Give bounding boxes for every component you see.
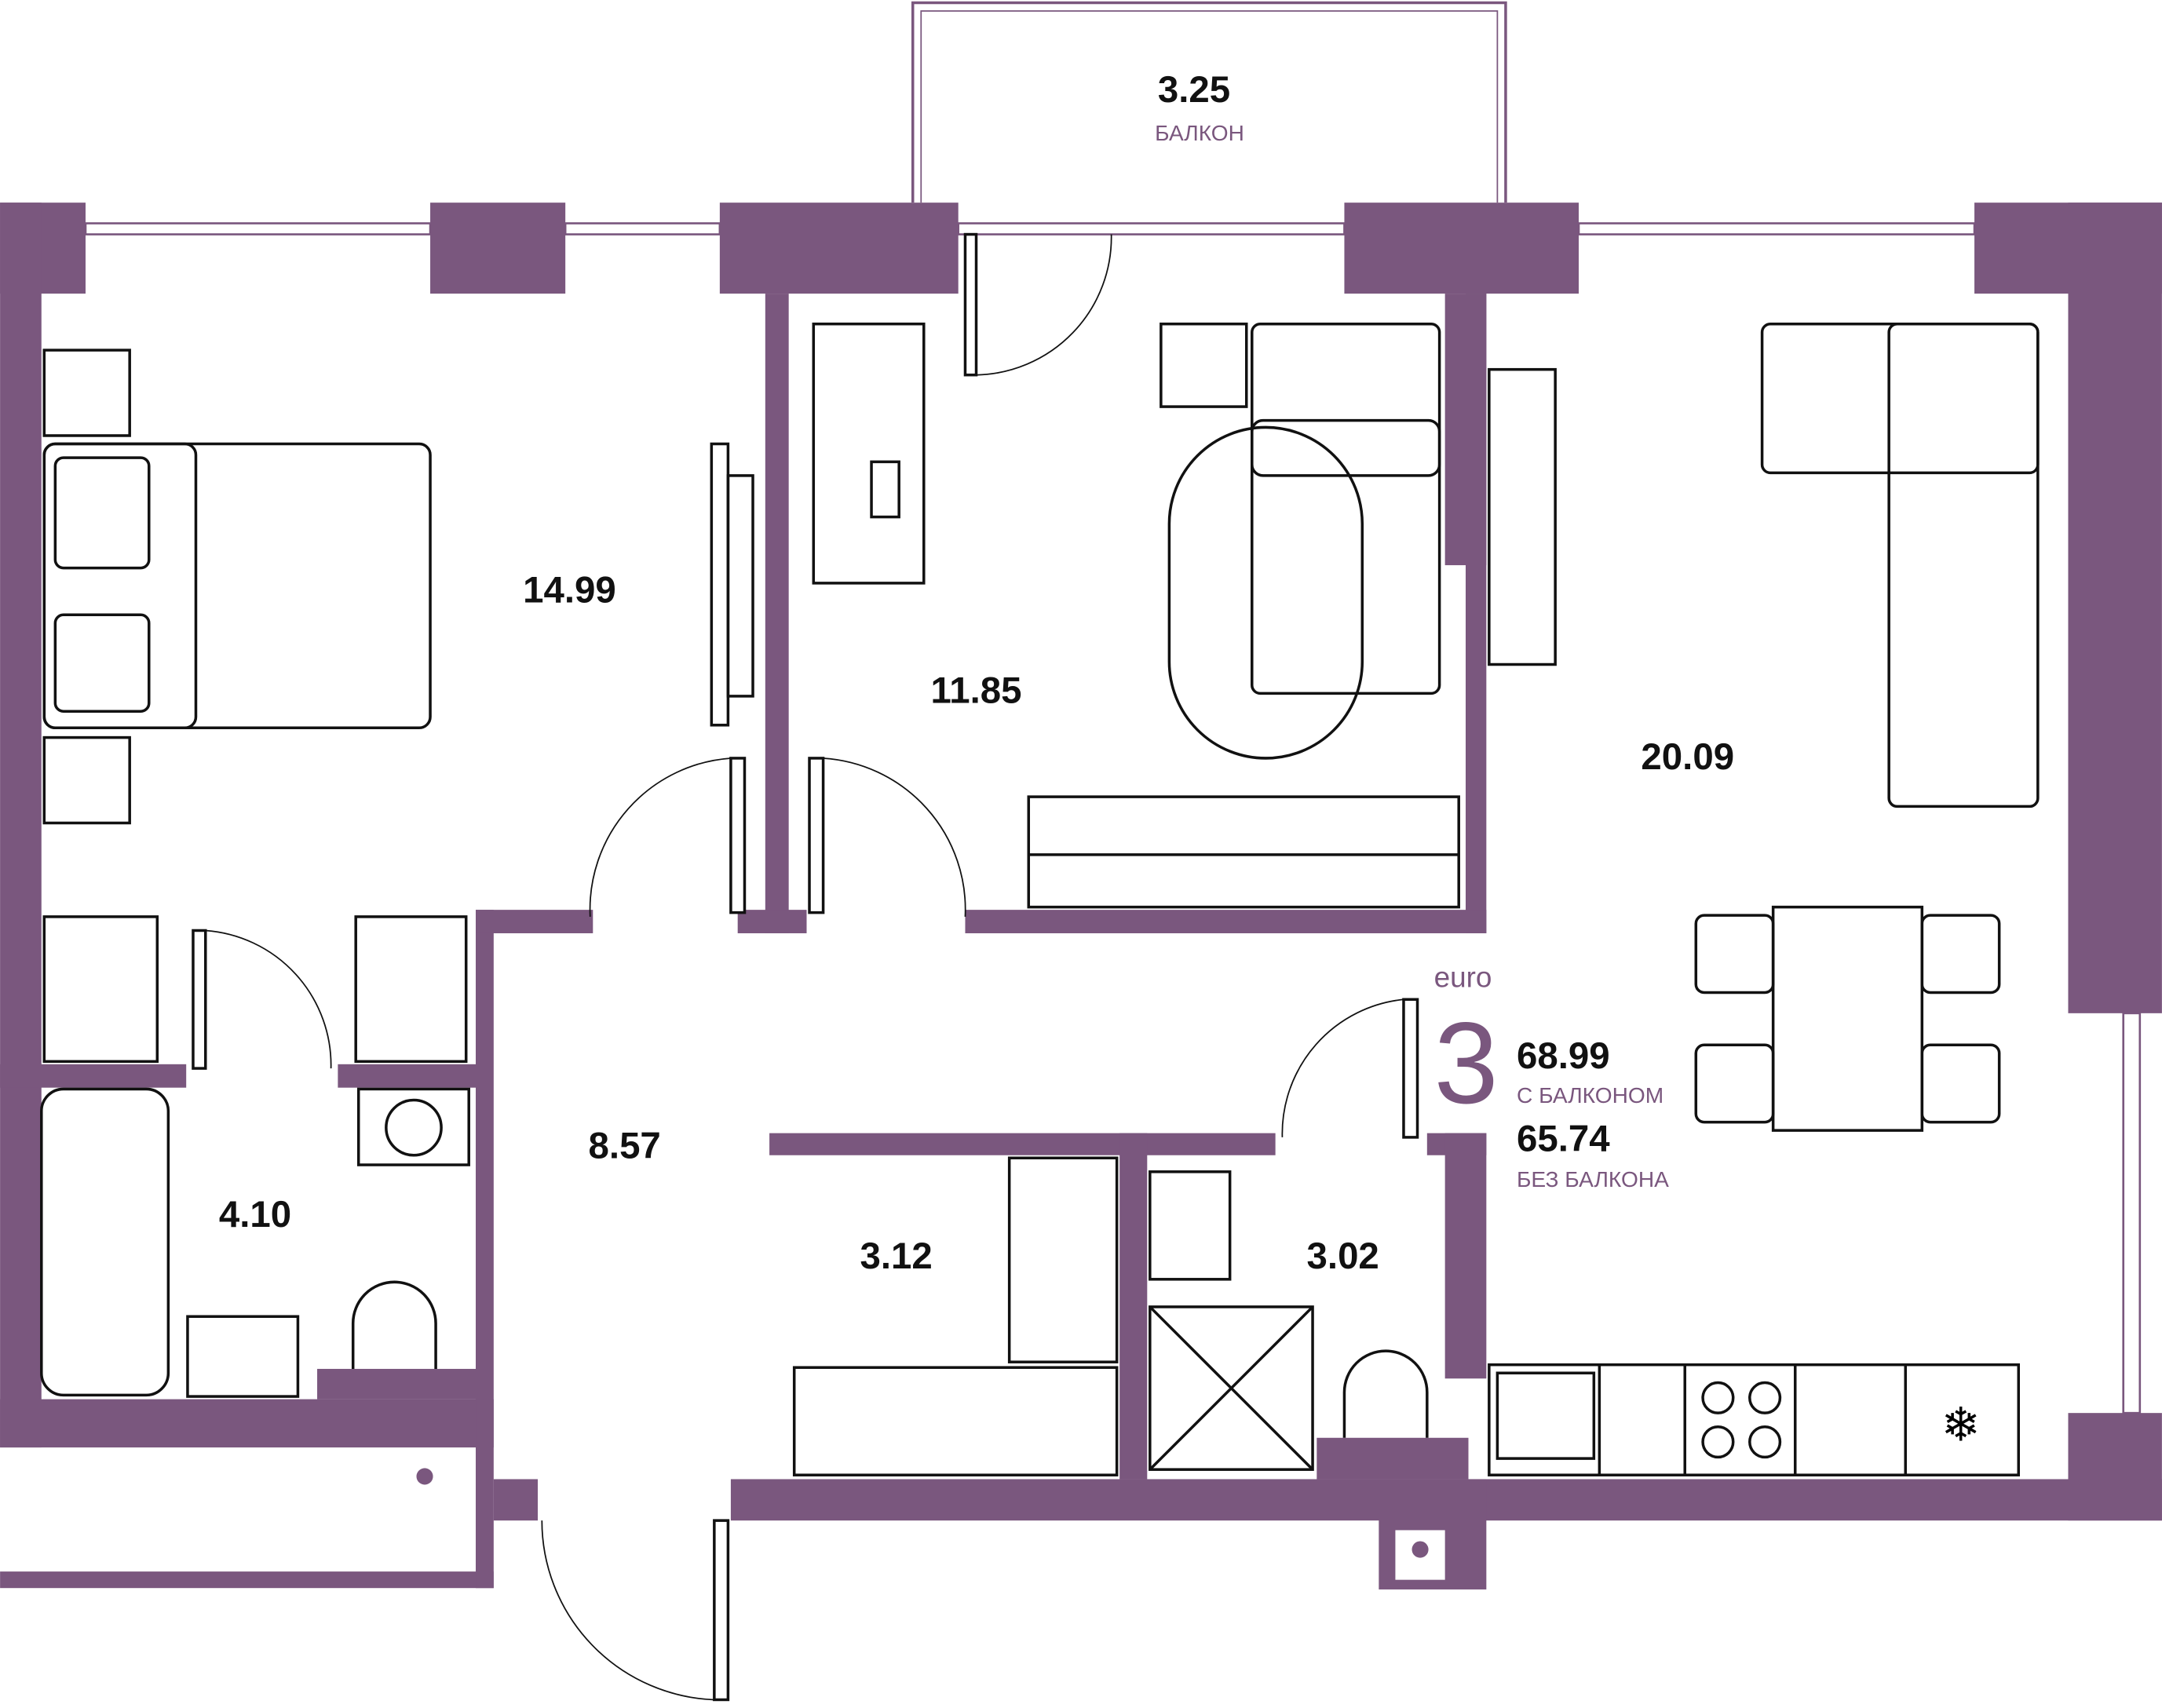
apartment-summary: euro 3 68.99 С БАЛКОНОМ 65.74 БЕЗ БАЛКОН… — [1434, 961, 1670, 1192]
rooms-count: 3 — [1434, 998, 1499, 1128]
bedroom-1-area: 14.99 — [523, 569, 616, 611]
without-balcony-label: БЕЗ БАЛКОНА — [1517, 1167, 1669, 1192]
balcony-label: БАЛКОН — [1155, 121, 1244, 145]
doors — [192, 232, 1419, 1702]
balcony-area: 3.25 — [1158, 69, 1230, 111]
hall-area: 8.57 — [589, 1125, 661, 1166]
with-balcony-label: С БАЛКОНОМ — [1517, 1083, 1663, 1108]
balcony — [911, 1, 1507, 203]
storage-area: 3.12 — [860, 1235, 933, 1277]
type-prefix: euro — [1434, 961, 1492, 993]
bathroom-area: 4.10 — [219, 1194, 291, 1235]
furniture: ❄ — [40, 322, 2040, 1580]
windows — [84, 222, 2142, 1414]
room-labels: 3.25 БАЛКОН 14.99 11.85 20.09 8.57 4.10 … — [219, 69, 1734, 1277]
living-kitchen-area: 20.09 — [1641, 736, 1734, 778]
walls — [0, 203, 2162, 1589]
total-with-balcony: 68.99 — [1517, 1035, 1610, 1077]
bedroom-2-area: 11.85 — [931, 670, 1022, 712]
snowflake-icon: ❄ — [1941, 1398, 1980, 1452]
total-without-balcony: 65.74 — [1517, 1118, 1610, 1159]
shower-room-area: 3.02 — [1307, 1235, 1379, 1277]
